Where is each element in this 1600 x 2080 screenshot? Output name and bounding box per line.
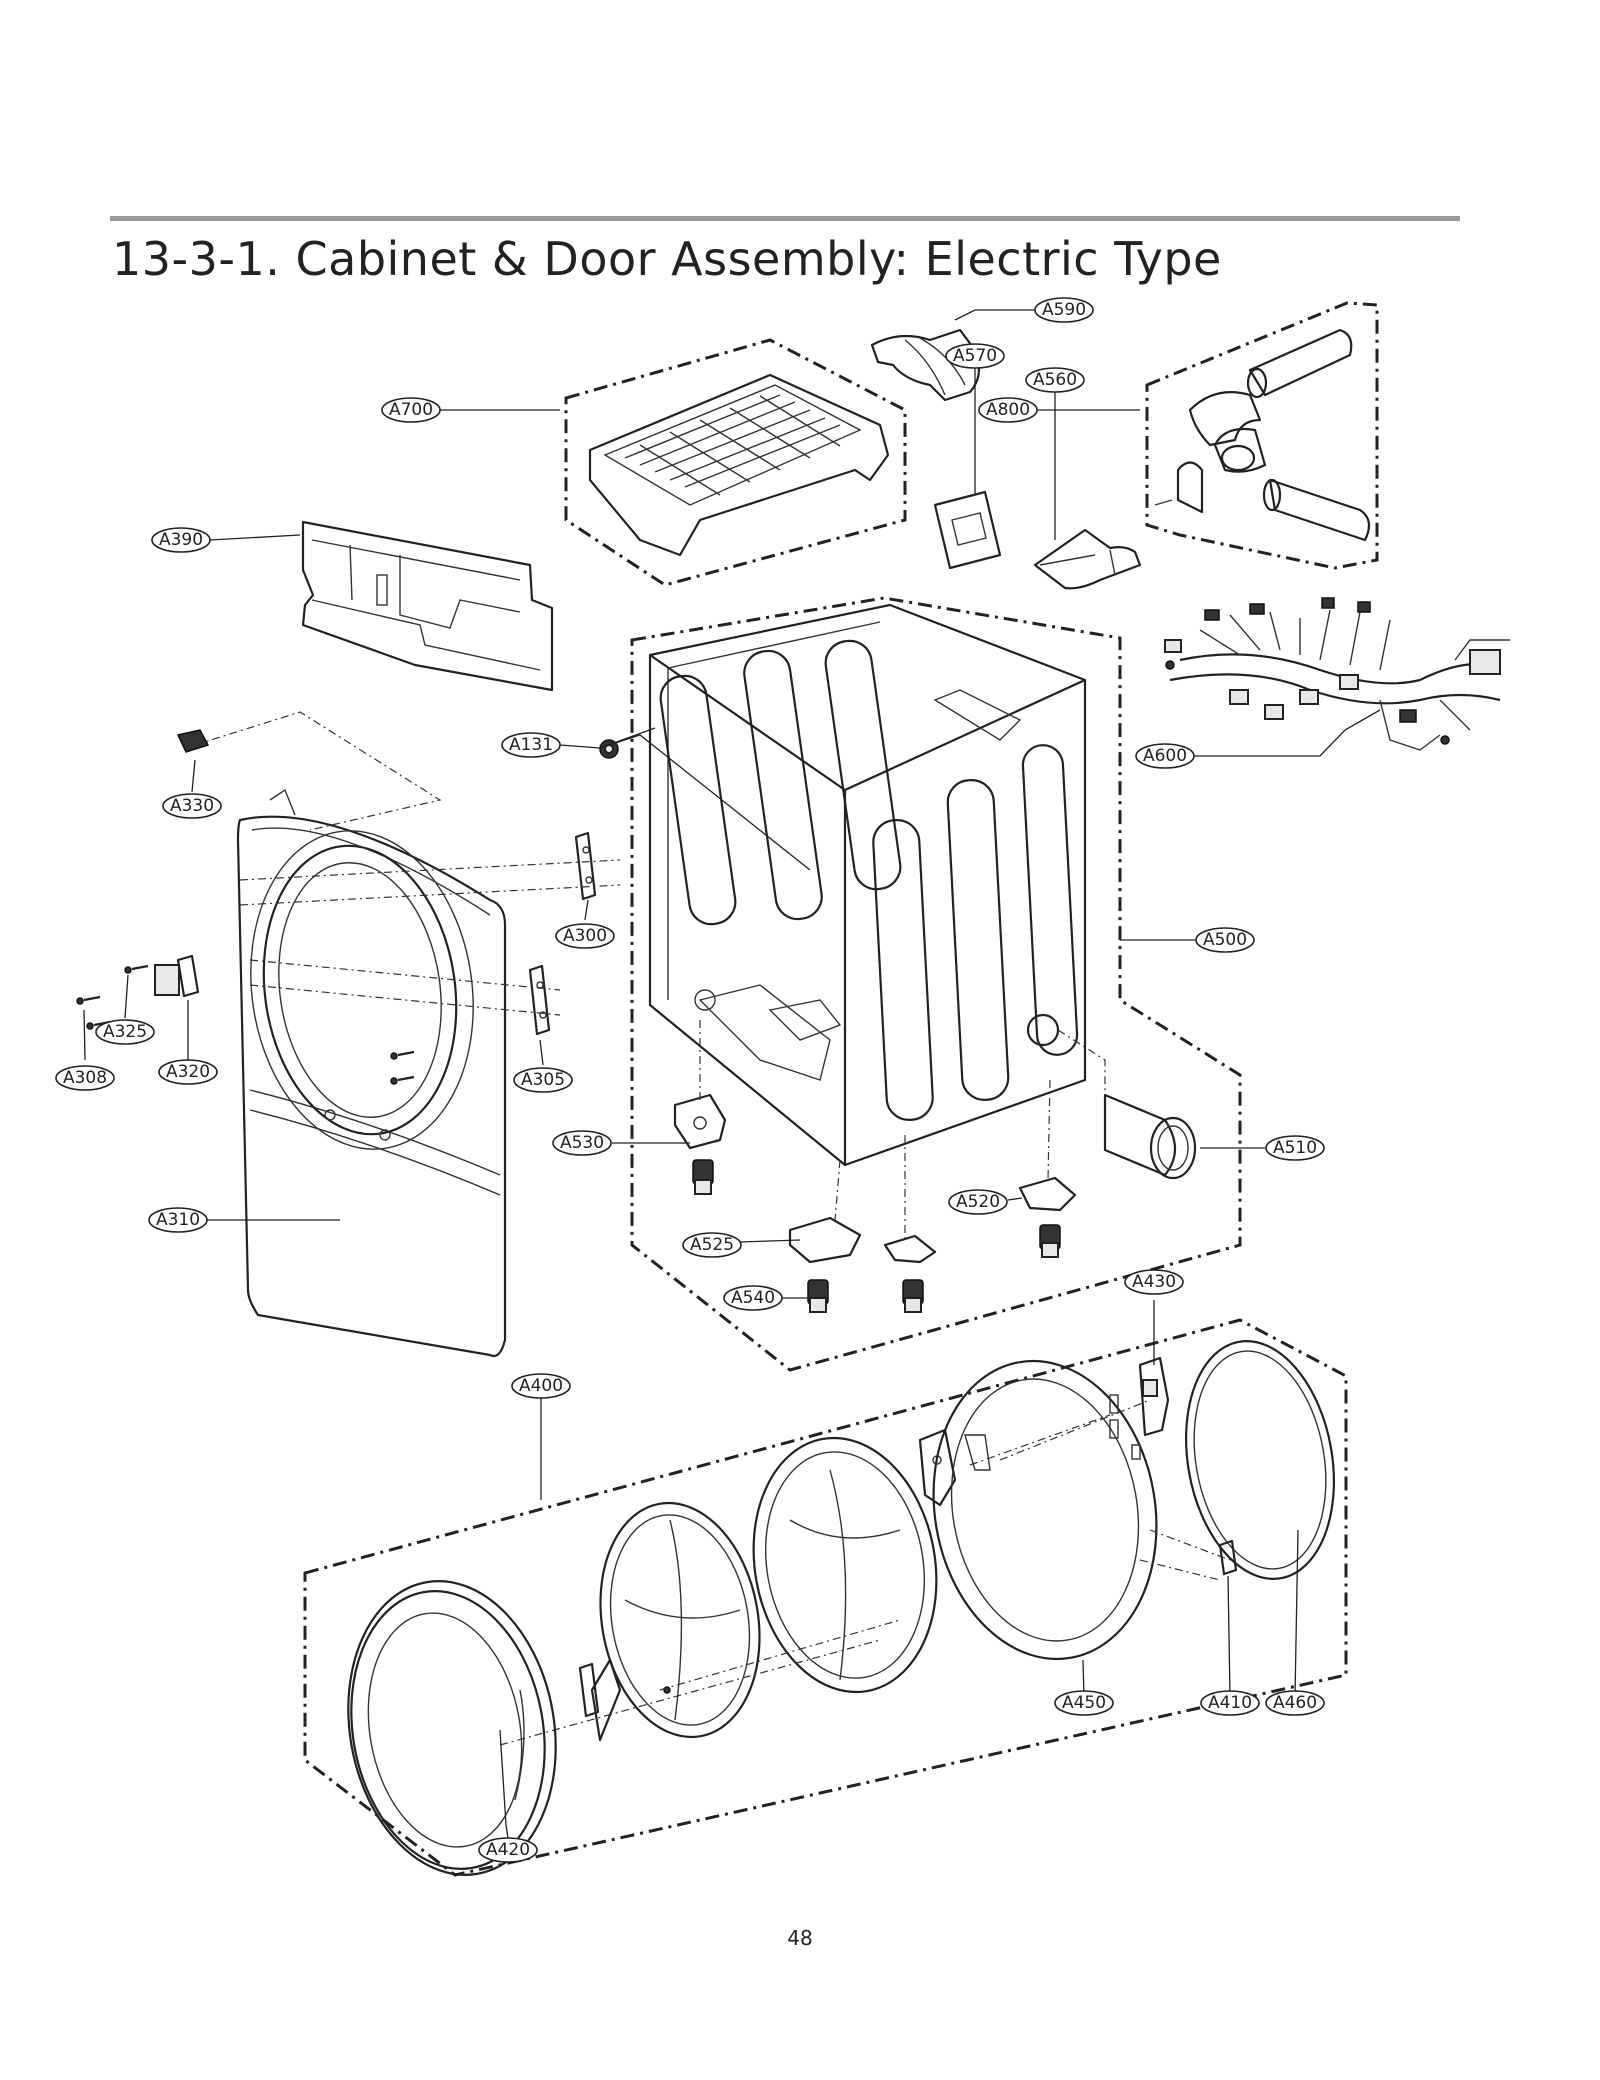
svg-text:A305: A305: [521, 1070, 565, 1090]
callout-a590: A590: [1034, 297, 1094, 323]
svg-text:A520: A520: [956, 1192, 1000, 1212]
callout-a320: A320: [158, 1059, 218, 1085]
svg-text:A570: A570: [953, 346, 997, 366]
callout-a310: A310: [148, 1207, 208, 1233]
screws-a325-a308: [76, 964, 415, 1085]
svg-text:A560: A560: [1033, 370, 1077, 390]
svg-text:A450: A450: [1062, 1693, 1106, 1713]
bracket-a320: [154, 954, 200, 998]
callout-a510: A510: [1265, 1135, 1325, 1161]
svg-text:A460: A460: [1273, 1693, 1317, 1713]
page-number: 48: [787, 1926, 813, 1950]
bracket-a305: [528, 964, 551, 1036]
foot-bracket-a530: [673, 1093, 727, 1195]
svg-text:A525: A525: [690, 1235, 734, 1255]
svg-text:A400: A400: [519, 1376, 563, 1396]
callout-a800: A800: [978, 397, 1038, 423]
cabinet-a500: [648, 603, 1087, 1167]
page-title: 13-3-1. Cabinet & Door Assembly: Electri…: [112, 232, 1222, 286]
foot-bracket-a520: [883, 1176, 1077, 1313]
callout-a305: A305: [513, 1067, 573, 1093]
svg-text:A510: A510: [1273, 1138, 1317, 1158]
callout-a560: A560: [1025, 367, 1085, 393]
exhaust-duct-kit-a800: [1154, 328, 1371, 542]
back-panel-a390: [301, 520, 554, 692]
latch-a410: [1218, 1539, 1238, 1576]
handle-parts: [578, 1658, 671, 1742]
callout-a420: A420: [478, 1837, 538, 1863]
foot-bracket-a525: [788, 1216, 862, 1313]
callout-a525: A525: [682, 1232, 742, 1258]
callout-a500: A500: [1195, 927, 1255, 953]
svg-text:A700: A700: [389, 400, 433, 420]
door-hinge-bracket: [918, 1428, 957, 1507]
callout-a300: A300: [555, 923, 615, 949]
callout-a530: A530: [552, 1130, 612, 1156]
door-inner-frame-a450: [932, 1359, 1158, 1661]
svg-text:A308: A308: [63, 1068, 107, 1088]
group-box-a700: [564, 338, 907, 587]
wire-harness-a600: [1164, 597, 1510, 751]
header-rule: [110, 216, 1460, 221]
svg-text:A410: A410: [1208, 1693, 1252, 1713]
svg-text:A420: A420: [486, 1840, 530, 1860]
filter-housing-a700: [588, 373, 890, 557]
callout-a450: A450: [1054, 1690, 1114, 1716]
callout-a600: A600: [1135, 743, 1195, 769]
door-glass-frame: [599, 1501, 761, 1739]
svg-text:A590: A590: [1042, 300, 1086, 320]
svg-text:A320: A320: [166, 1062, 210, 1082]
callout-a430: A430: [1124, 1269, 1184, 1295]
svg-text:A530: A530: [560, 1133, 604, 1153]
front-panel-a310: [236, 788, 507, 1358]
group-box-a800: [1145, 301, 1379, 570]
door-inner-glass: [752, 1436, 938, 1694]
door-gasket-a460: [1184, 1340, 1336, 1580]
callout-a460: A460: [1265, 1690, 1325, 1716]
hinge-a430: [1109, 1356, 1170, 1460]
svg-text:A600: A600: [1143, 746, 1187, 766]
svg-text:A430: A430: [1132, 1272, 1176, 1292]
cover-plate-a570: [933, 490, 1002, 570]
group-box-a500: [630, 596, 1242, 1372]
svg-text:A540: A540: [731, 1288, 775, 1308]
svg-text:A300: A300: [563, 926, 607, 946]
vent-duct-a510: [1103, 1093, 1197, 1180]
callout-a400: A400: [511, 1373, 571, 1399]
callout-a570: A570: [945, 343, 1005, 369]
door-front-a420: [347, 1580, 557, 1876]
svg-text:A500: A500: [1203, 930, 1247, 950]
callout-a131: A131: [501, 732, 561, 758]
svg-text:A310: A310: [156, 1210, 200, 1230]
callout-a520: A520: [948, 1189, 1008, 1215]
svg-text:A330: A330: [170, 796, 214, 816]
callout-a325: A325: [95, 1019, 155, 1045]
bracket-a300: [574, 831, 597, 901]
callout-a410: A410: [1200, 1690, 1260, 1716]
callout-a540: A540: [723, 1285, 783, 1311]
duct-scoop-a560: [1033, 528, 1142, 590]
callout-a390: A390: [151, 527, 211, 553]
bracket-a330: [176, 729, 210, 753]
callout-a308: A308: [55, 1065, 115, 1091]
svg-text:A390: A390: [159, 530, 203, 550]
svg-text:A800: A800: [986, 400, 1030, 420]
callout-a700: A700: [381, 397, 441, 423]
callout-a330: A330: [162, 793, 222, 819]
svg-text:A325: A325: [103, 1022, 147, 1042]
svg-text:A131: A131: [509, 735, 553, 755]
group-box-a400: [303, 1318, 1348, 1877]
